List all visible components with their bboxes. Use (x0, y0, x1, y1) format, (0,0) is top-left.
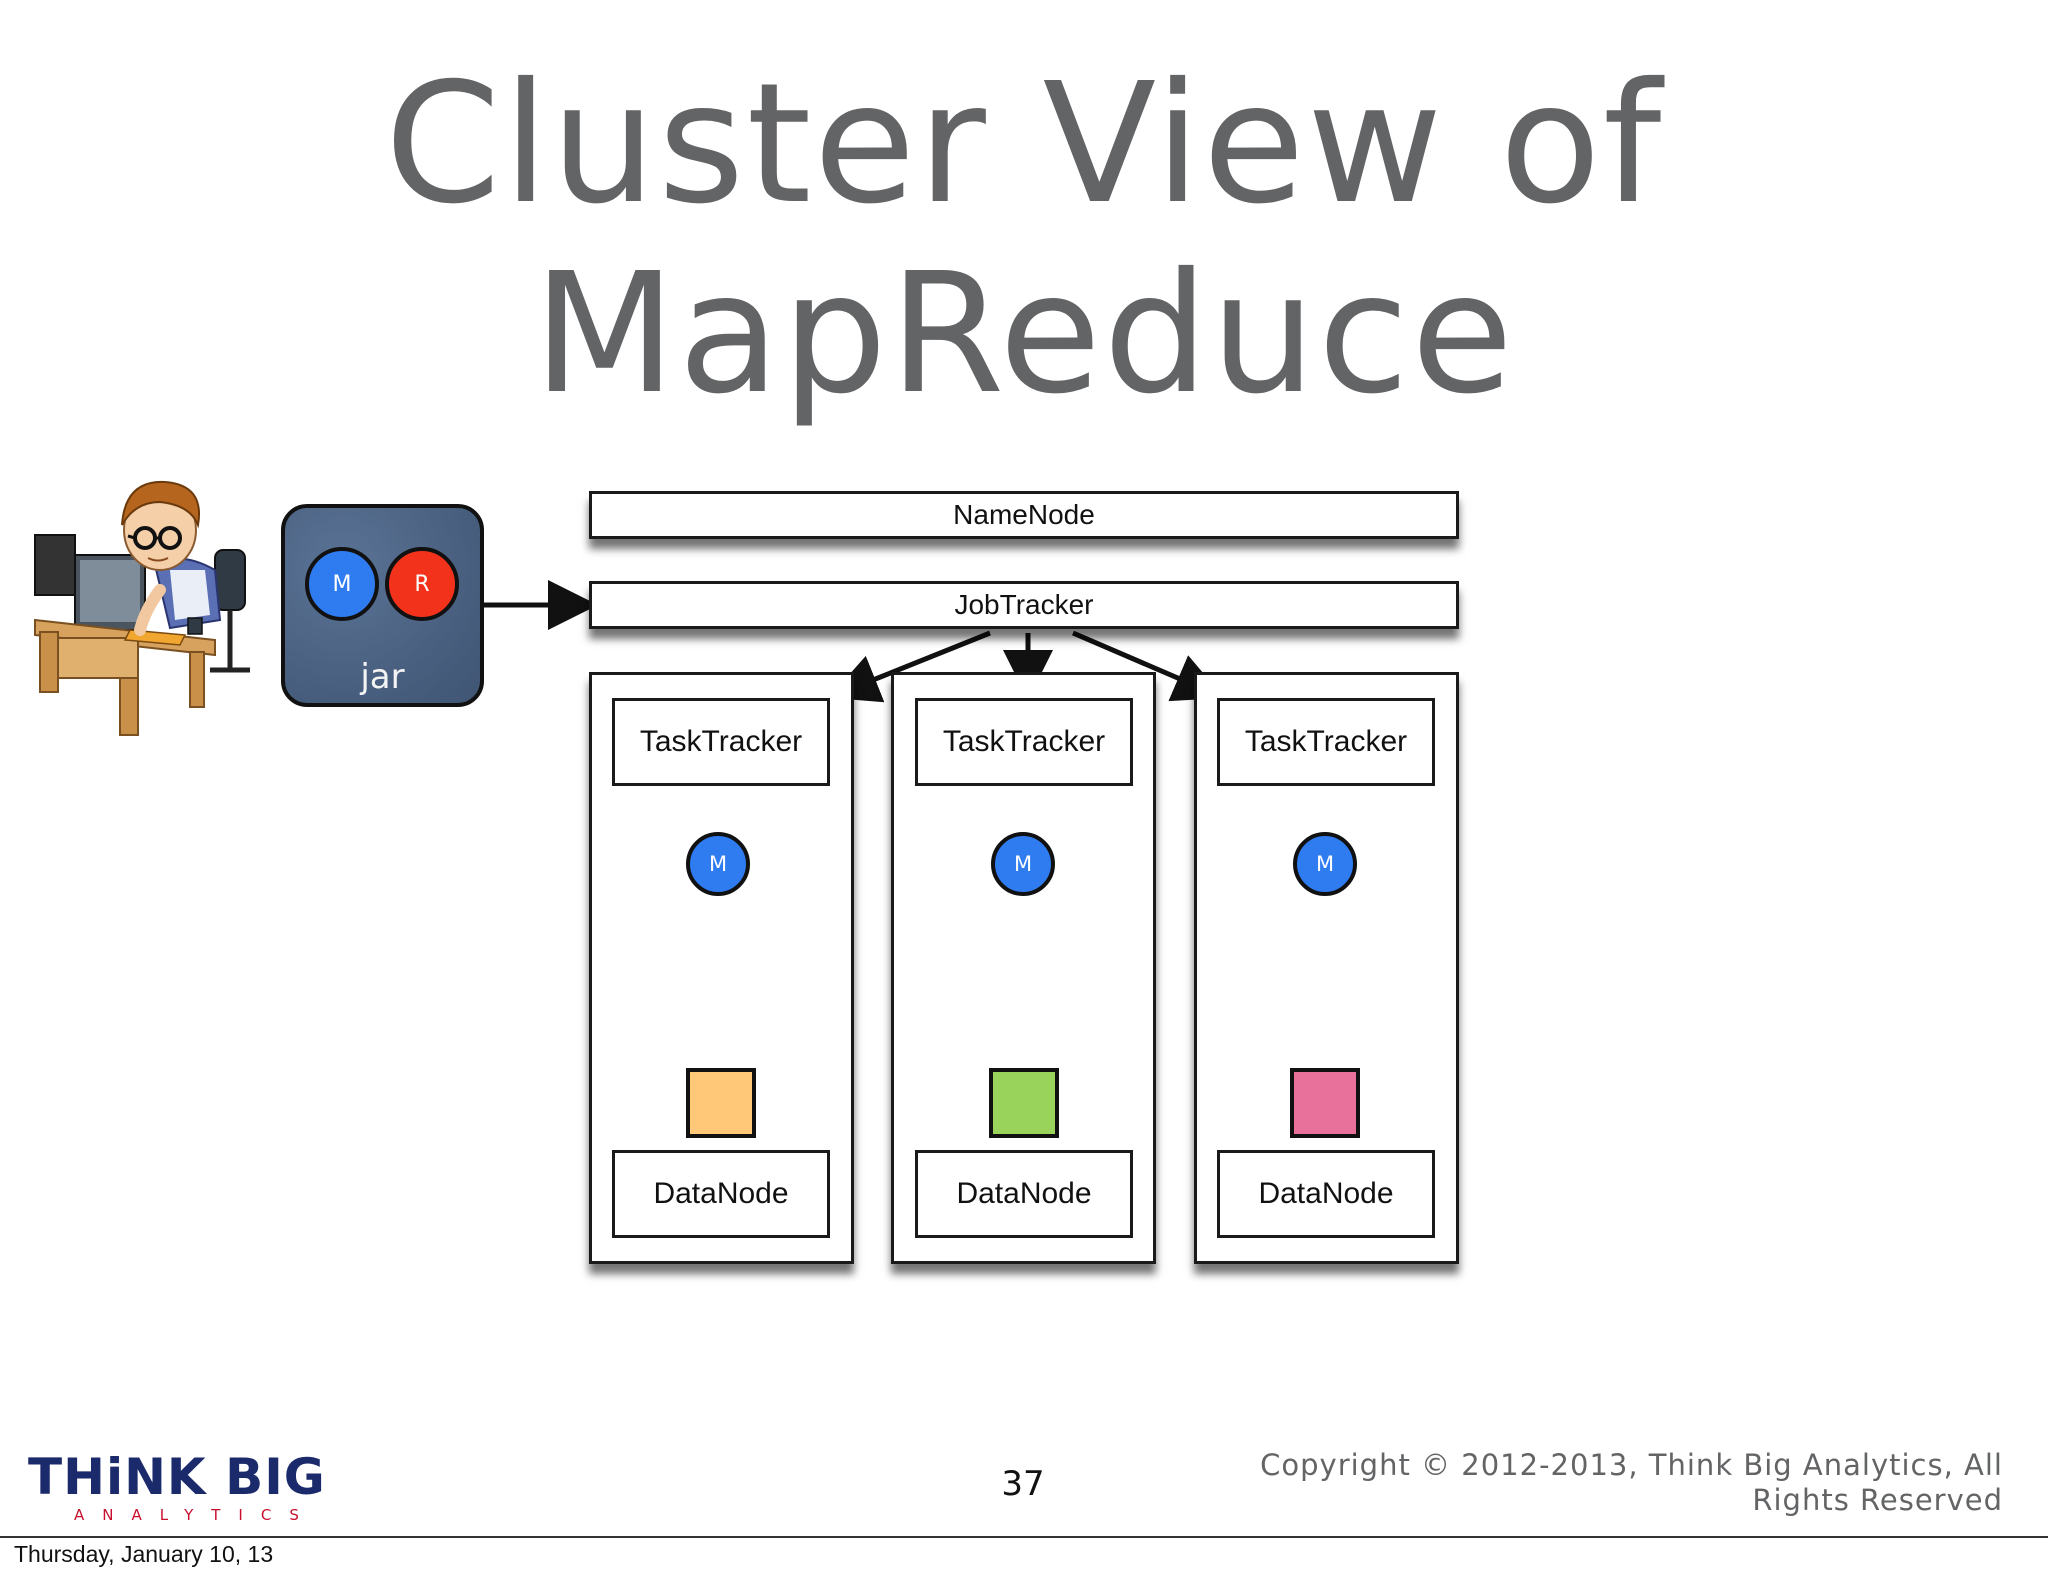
datanode-2: DataNode (915, 1150, 1133, 1238)
tasktracker-3: TaskTracker (1217, 698, 1435, 786)
slide-date: Thursday, January 10, 13 (14, 1541, 274, 1567)
jar-package: M R jar (281, 504, 484, 707)
jobtracker-to-node1-arrow (828, 630, 991, 703)
map-task-3-icon: M (1293, 832, 1357, 896)
data-block-2 (989, 1068, 1059, 1138)
map-task-1-icon: M (686, 832, 750, 896)
jobtracker-box: JobTracker (589, 581, 1459, 629)
map-task-icon: M (305, 547, 379, 621)
think-big-logo: THiNK BIG ANALYTICS (28, 1452, 348, 1524)
tasktracker-1: TaskTracker (612, 698, 830, 786)
jobtracker-to-node3-arrow (1072, 630, 1225, 702)
copyright-line-1: Copyright © 2012-2013, Think Big Analyti… (1260, 1448, 2003, 1482)
copyright-notice: Copyright © 2012-2013, Think Big Analyti… (1260, 1448, 2003, 1518)
reduce-task-icon: R (385, 547, 459, 621)
copyright-line-2: Rights Reserved (1752, 1483, 2003, 1517)
data-block-3 (1290, 1068, 1360, 1138)
slide-title-line1: Cluster View of (384, 48, 1664, 241)
datanode-3: DataNode (1217, 1150, 1435, 1238)
tasktracker-2: TaskTracker (915, 698, 1133, 786)
data-block-1 (686, 1068, 756, 1138)
logo-subtitle: ANALYTICS (74, 1506, 317, 1524)
namenode-box: NameNode (589, 491, 1459, 539)
map-task-2-icon: M (991, 832, 1055, 896)
datanode-1: DataNode (612, 1150, 830, 1238)
slide-title-line2: MapReduce (532, 238, 1516, 431)
slide: Cluster View of MapReduce (0, 48, 2048, 1538)
jar-label: jar (360, 657, 405, 697)
logo-wordmark: THiNK BIG (28, 1448, 326, 1506)
developer-at-computer-icon (34, 480, 250, 736)
page-number: 37 (1001, 1464, 1045, 1504)
